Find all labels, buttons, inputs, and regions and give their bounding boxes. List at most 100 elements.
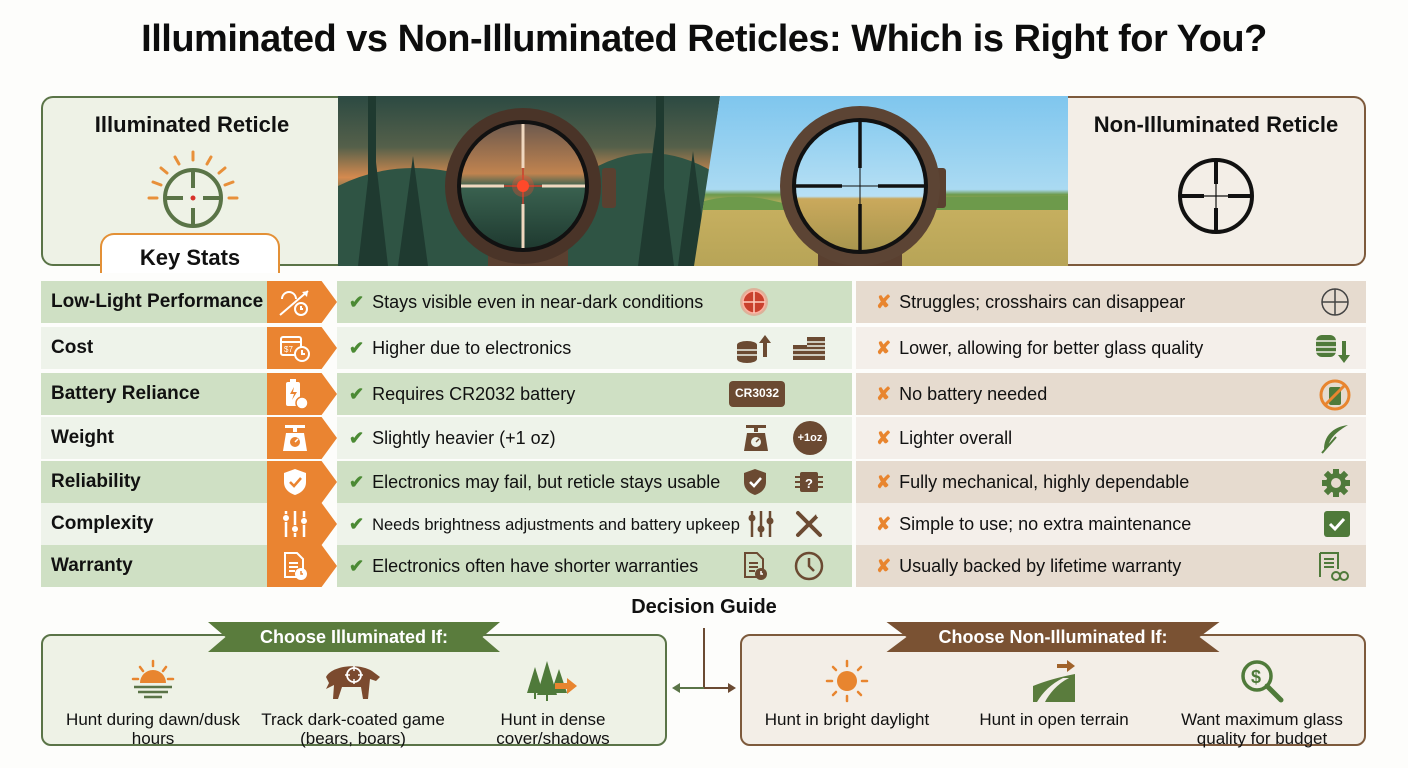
row-complexity: Complexity ✔Needs brightness adjustments… <box>41 503 1366 545</box>
row-label: Reliability <box>41 461 267 503</box>
con-cell: ✘ Simple to use; no extra maintenance <box>856 503 1366 545</box>
con-cell: ✘ Lighter overall <box>856 417 1366 459</box>
scale-icon <box>744 425 768 451</box>
row-label: Low-Light Performance <box>41 281 267 323</box>
row-weight: Weight ✔ Slightly heavier (+1 oz) +1oz ✘ L… <box>41 417 1366 459</box>
option-bright-daylight: Hunt in bright daylight <box>747 656 947 729</box>
pro-cell: ✔ Higher due to electronics <box>337 327 852 369</box>
sliders-icon <box>748 511 774 537</box>
row-label: Complexity <box>41 503 267 545</box>
feather-icon <box>1321 425 1348 454</box>
choose-illuminated-box: Choose Illuminated If: Hunt during dawn/… <box>41 622 667 748</box>
option-open-terrain: Hunt in open terrain <box>954 656 1154 729</box>
option-dawn-dusk: Hunt during dawn/dusk hours <box>53 656 253 748</box>
pro-cell: ✔Needs brightness adjustments and batter… <box>337 503 852 545</box>
dusk-scope-scene <box>338 96 720 266</box>
sun-dusk-icon <box>267 281 337 323</box>
coin-stack-icon <box>793 337 825 360</box>
battery-icon <box>267 373 337 415</box>
document-infinity-icon <box>1319 552 1349 581</box>
cross-icon: ✘ <box>876 384 892 404</box>
sun-icon <box>825 659 869 703</box>
glowing-reticle-icon <box>740 288 768 316</box>
calendar-cost-icon: $7 <box>267 327 337 369</box>
con-text: Usually backed by lifetime warranty <box>899 556 1182 576</box>
forest-arrow-icon <box>527 661 577 701</box>
document-clock-icon <box>267 545 337 587</box>
con-text: Struggles; crosshairs can disappear <box>899 292 1186 312</box>
cross-icon: ✘ <box>876 472 892 492</box>
pro-text: Slightly heavier (+1 oz) <box>372 428 556 448</box>
option-glass-quality: $ Want maximum glass quality for budget <box>1162 656 1362 748</box>
plus-ounce-icon: +1oz <box>793 421 827 455</box>
decision-guide-title: Decision Guide <box>631 596 777 618</box>
con-cell: ✘ Fully mechanical, highly dependable <box>856 461 1366 503</box>
pro-text: Higher due to electronics <box>372 338 572 358</box>
checkbox-icon <box>1324 511 1350 537</box>
svg-text:$7: $7 <box>284 345 293 354</box>
svg-text:$: $ <box>1251 667 1261 687</box>
choose-non-illuminated-ribbon: Choose Non-Illuminated If: <box>886 622 1220 652</box>
page-title: Illuminated vs Non-Illuminated Reticles:… <box>141 18 1267 60</box>
coins-down-icon <box>1316 335 1350 363</box>
con-cell: ✘ Struggles; crosshairs can disappear <box>856 281 1366 323</box>
con-cell: ✘Lower, allowing for better glass qualit… <box>856 327 1366 369</box>
gear-icon <box>1322 469 1350 497</box>
option-dense-cover: Hunt in dense cover/shadows <box>453 656 653 748</box>
row-reliability: Reliability ✔ Electronics may fail, but r… <box>41 461 1366 503</box>
choose-non-illuminated-box: Choose Non-Illuminated If: Hunt in brigh… <box>740 622 1366 748</box>
document-clock-icon <box>744 552 767 580</box>
scale-icon <box>267 417 337 459</box>
non-illuminated-panel: Non-Illuminated Reticle <box>1068 96 1366 266</box>
coins-up-icon <box>737 335 771 363</box>
cross-icon: ✘ <box>876 514 892 534</box>
chip-question-icon: ? <box>795 472 823 492</box>
option-text: Hunt in dense cover/shadows <box>496 710 610 748</box>
daylight-scope-scene <box>694 96 1068 266</box>
check-icon: ✔ <box>349 428 365 448</box>
con-text: No battery needed <box>899 384 1048 404</box>
con-text: Lighter overall <box>899 428 1013 448</box>
svg-text:?: ? <box>805 476 813 491</box>
option-text: Want maximum glass quality for budget <box>1181 710 1343 748</box>
row-low-light: Low-Light Performance ✔ Stays visible eve… <box>41 281 1366 323</box>
clock-icon <box>794 551 824 581</box>
row-label: Cost <box>41 327 267 369</box>
pro-cell: ✔Requires CR2032 battery CR3032 <box>337 373 852 415</box>
shield-check-icon <box>267 461 337 503</box>
check-icon: ✔ <box>349 292 365 312</box>
pro-text: Needs brightness adjustments and battery… <box>372 516 740 534</box>
sliders-icon <box>267 503 337 545</box>
choose-illuminated-ribbon: Choose Illuminated If: <box>207 622 501 652</box>
key-stats-tab: Key Stats <box>100 233 280 273</box>
illuminated-reticle-icon <box>147 150 239 228</box>
dollar-magnifier-icon: $ <box>1241 660 1284 703</box>
pro-cell: ✔ Slightly heavier (+1 oz) +1oz <box>337 417 852 459</box>
cross-icon: ✘ <box>876 338 892 358</box>
con-cell: ✘ No battery needed <box>856 373 1366 415</box>
pro-text: Stays visible even in near-dark conditio… <box>372 292 704 312</box>
check-icon: ✔ <box>349 338 365 358</box>
con-text: Fully mechanical, highly dependable <box>899 472 1190 492</box>
open-terrain-icon <box>1033 660 1075 702</box>
con-text: Simple to use; no extra maintenance <box>899 514 1192 534</box>
no-battery-icon <box>1319 379 1351 411</box>
row-label: Weight <box>41 417 267 459</box>
check-icon: ✔ <box>349 472 365 492</box>
con-cell: ✘Usually backed by lifetime warranty <box>856 545 1366 587</box>
crosshair-reticle-icon <box>1178 158 1254 234</box>
cross-icon: ✘ <box>876 428 892 448</box>
battery-label-icon: CR3032 <box>729 381 786 407</box>
decision-split-arrows <box>672 628 736 693</box>
sunset-icon <box>131 659 175 699</box>
illuminated-heading: Illuminated Reticle <box>94 112 290 137</box>
row-label: Warranty <box>41 545 267 587</box>
shield-check-icon <box>744 469 766 495</box>
row-label: Battery Reliance <box>41 373 267 415</box>
fading-reticle-icon <box>1321 288 1349 316</box>
pro-text: Electronics may fail, but reticle stays … <box>372 472 721 492</box>
option-text: Hunt during dawn/dusk hours <box>66 710 240 748</box>
option-dark-game: Track dark-coated game (bears, boars) <box>253 656 453 748</box>
cross-icon: ✘ <box>876 292 892 312</box>
option-text: Hunt in bright daylight <box>764 710 930 729</box>
